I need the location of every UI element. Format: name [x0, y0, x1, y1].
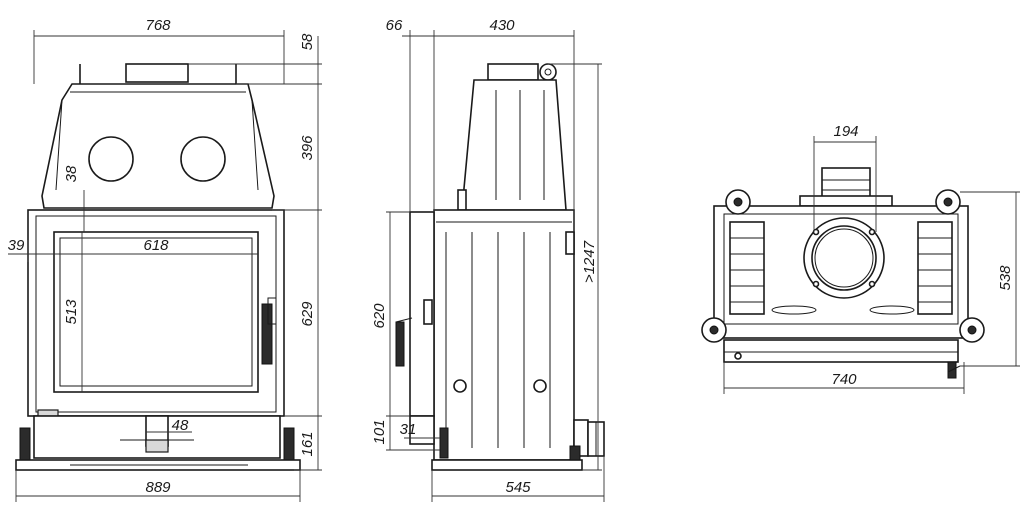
front-upper-hood — [41, 83, 275, 209]
top-flue-stub — [821, 167, 871, 199]
dim-front-base-height: 161 — [299, 431, 316, 456]
dim-side-overall-height: >1247 — [581, 240, 598, 283]
top-dimensions — [723, 136, 1020, 394]
dim-front-glass-width: 618 — [143, 237, 169, 254]
dim-front-outlet-width: 48 — [172, 417, 189, 434]
top-side-panel-left — [729, 221, 765, 315]
dim-front-glass-height: 513 — [63, 299, 80, 325]
dim-front-width-top: 768 — [145, 17, 171, 34]
dim-front-upper-body-height: 396 — [299, 135, 316, 161]
side-view — [395, 63, 605, 471]
dim-side-base-height: 101 — [371, 419, 388, 444]
front-door-handle — [261, 303, 273, 365]
dim-side-front-offset: 66 — [386, 17, 403, 34]
top-front-plate — [723, 339, 959, 363]
top-flue-ring-inner — [811, 225, 877, 291]
dim-side-door-height: 620 — [371, 303, 388, 329]
front-view — [15, 63, 301, 471]
dim-side-overall-depth: 545 — [505, 479, 531, 496]
dim-side-depth-top: 430 — [489, 17, 515, 34]
dim-front-side-offset: 38 — [63, 165, 80, 182]
dim-top-depth: 538 — [997, 265, 1014, 291]
top-side-panel-right — [917, 221, 953, 315]
front-leg-left — [19, 427, 31, 463]
side-dimensions — [386, 30, 605, 502]
dimension-labels: 768 58 396 38 39 618 513 629 161 48 889 … — [8, 17, 1014, 496]
dim-front-overall-width: 889 — [145, 479, 171, 496]
front-flue-collar — [125, 63, 189, 83]
dim-top-width: 740 — [831, 371, 857, 388]
dim-front-top-height: 58 — [299, 33, 316, 50]
front-dimensions — [8, 30, 322, 502]
side-foot-plate — [431, 459, 583, 471]
dim-side-foot-offset: 31 — [400, 421, 417, 438]
front-glass-panel — [53, 231, 259, 393]
top-view — [701, 167, 985, 379]
front-outlet-left — [88, 136, 134, 182]
front-outlet-right — [180, 136, 226, 182]
side-upper-body — [461, 79, 567, 211]
dim-top-flue-diameter: 194 — [833, 123, 858, 140]
top-flue-ring-outer — [803, 217, 885, 299]
dim-front-frame-offset: 39 — [8, 237, 25, 254]
front-leg-right — [283, 427, 295, 463]
side-door-handle — [395, 321, 405, 367]
dim-front-door-height: 629 — [299, 301, 316, 327]
side-main-body — [433, 209, 575, 461]
side-flue-collar — [487, 63, 539, 81]
